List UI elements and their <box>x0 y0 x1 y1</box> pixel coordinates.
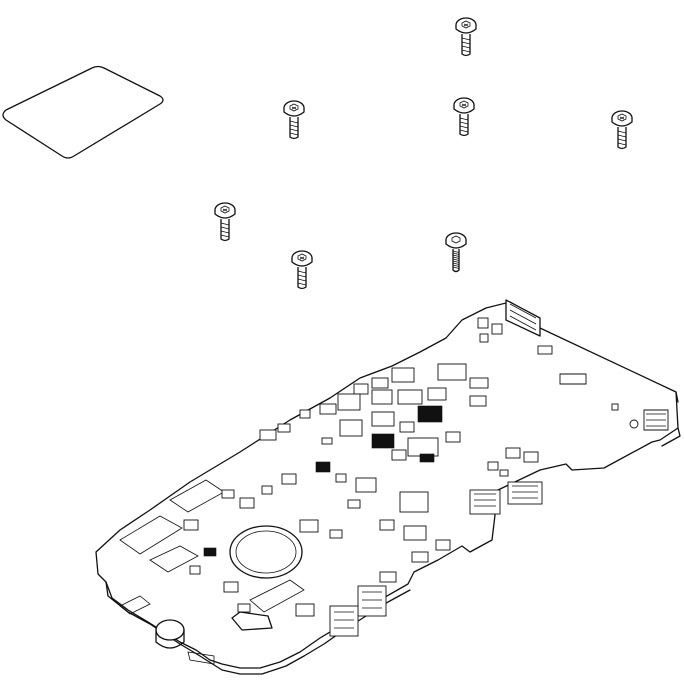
logic-board <box>95 299 681 675</box>
thermal-pad <box>2 65 164 159</box>
screw-2 <box>283 100 305 140</box>
screw-6 <box>291 250 313 290</box>
screw-5 <box>214 202 236 242</box>
screw-7 <box>445 232 467 273</box>
screw-3 <box>453 97 475 137</box>
screw-1 <box>455 17 477 57</box>
screw-4 <box>611 110 633 150</box>
